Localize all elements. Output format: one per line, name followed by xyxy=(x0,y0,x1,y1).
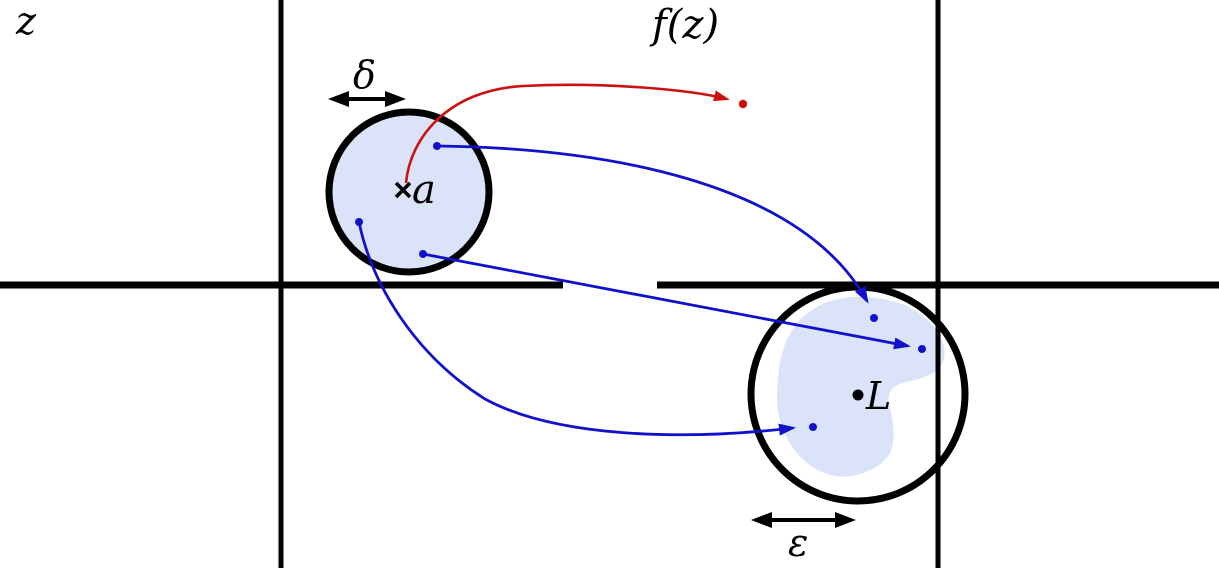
delta-disk xyxy=(325,108,493,276)
preimage-dot-1 xyxy=(433,142,441,150)
image-dot-2 xyxy=(918,345,926,353)
preimage-dot-3 xyxy=(419,250,427,258)
image-of-a-dot xyxy=(738,99,748,109)
map-arrow-1 xyxy=(436,144,869,304)
limit-point-label: L xyxy=(865,374,891,418)
z-plane-axis-label: z xyxy=(15,0,37,43)
image-dot-1 xyxy=(870,314,878,322)
preimage-dot-2 xyxy=(355,218,363,226)
map-arrow-a-red xyxy=(404,83,730,184)
limit-point-dot xyxy=(852,389,864,401)
map-arrow-3 xyxy=(357,221,796,437)
point-a-label: a xyxy=(412,167,436,213)
epsilon-label: ε xyxy=(788,521,808,565)
delta-label: δ xyxy=(353,53,376,97)
map-arrow-2 xyxy=(422,252,911,350)
image-region-blob xyxy=(777,296,945,477)
image-dot-3 xyxy=(809,423,817,431)
point-a-cross-icon xyxy=(394,181,412,199)
w-plane-axis-label: f(z) xyxy=(649,2,719,48)
